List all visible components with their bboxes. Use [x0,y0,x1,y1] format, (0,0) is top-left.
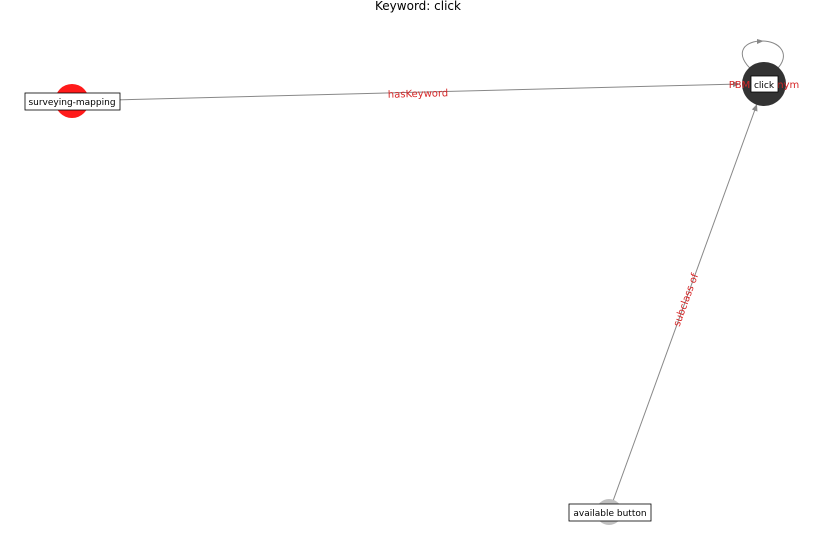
svg-text:click: click [754,81,775,91]
node-label-available-button: available button [568,503,652,522]
svg-text:available button: available button [573,509,646,519]
edge-label-haskeyword: hasKeyword [388,88,449,100]
svg-text:surveying-mapping: surveying-mapping [28,98,115,108]
node-label-surveying-mapping: surveying-mapping [24,92,121,111]
edge-self-loop [741,39,784,71]
graph-title: Keyword: click [375,0,461,13]
node-label-click: click [750,75,779,93]
edge-subclass-of [608,103,758,513]
edge-haskeyword [71,81,741,102]
edge-label-subclass-of: subclass of [672,272,701,328]
